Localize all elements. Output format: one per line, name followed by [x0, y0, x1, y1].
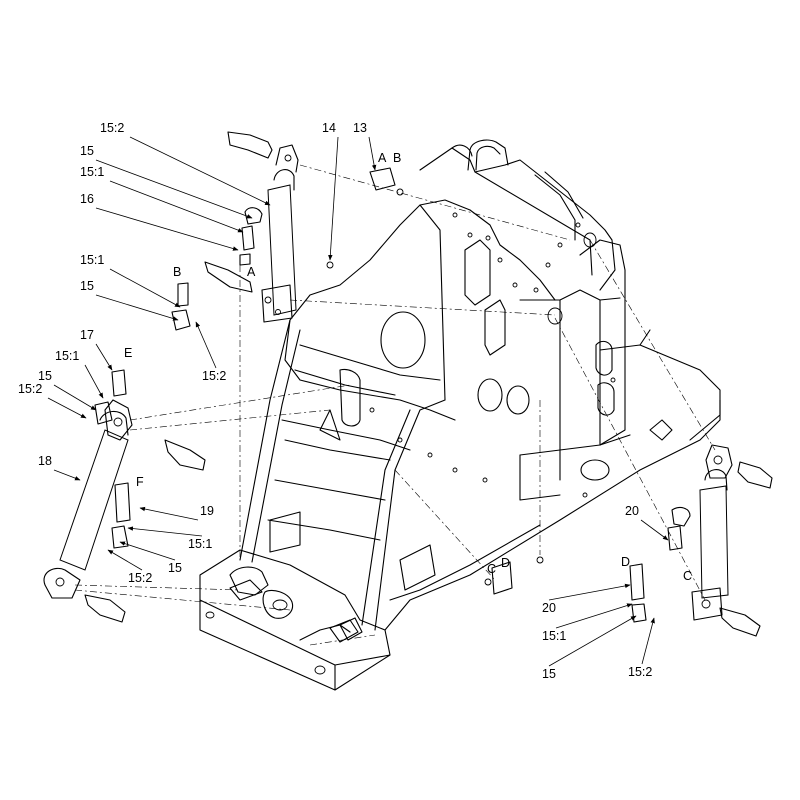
- connection-letter: D: [621, 555, 630, 569]
- callout-labels: 15:21515:11615:1151715:11515:2181915:115…: [18, 121, 652, 681]
- leader-line: [95, 207, 239, 251]
- connection-letter: A: [247, 265, 256, 279]
- callout-label: 15:2: [628, 665, 652, 679]
- leader-line: [129, 136, 271, 206]
- leader-line: [53, 384, 97, 411]
- callout-label: 15:2: [202, 369, 226, 383]
- callout-label: 15: [542, 667, 556, 681]
- leader-lines: [47, 136, 669, 667]
- leader-line: [548, 615, 637, 667]
- callout-label: 15:1: [80, 253, 104, 267]
- callout-label: 15: [38, 369, 52, 383]
- connection-letter: C: [487, 562, 496, 576]
- leader-line: [127, 526, 203, 537]
- connection-letter: D: [501, 556, 510, 570]
- right-cylinder: [629, 444, 773, 637]
- connection-letter: F: [136, 475, 144, 489]
- leader-line: [555, 603, 633, 629]
- callout-label: 16: [80, 192, 94, 206]
- callout-label: 15:1: [80, 165, 104, 179]
- connection-letter: A: [378, 151, 387, 165]
- leader-line: [95, 159, 253, 219]
- small-brackets: [229, 167, 544, 641]
- upper-left-cylinder: [171, 131, 299, 331]
- leader-line: [548, 583, 631, 601]
- leader-line: [47, 397, 87, 419]
- connection-letter: B: [173, 265, 181, 279]
- leader-line: [84, 364, 104, 399]
- callout-label: 15: [80, 144, 94, 158]
- callout-label: 15: [168, 561, 182, 575]
- leader-line: [95, 343, 113, 371]
- leader-line: [53, 469, 81, 481]
- leader-line: [119, 541, 176, 561]
- leader-line: [641, 617, 655, 665]
- callout-label: 20: [542, 601, 556, 615]
- callout-label: 15: [80, 279, 94, 293]
- callout-label: 15:1: [188, 537, 212, 551]
- leader-line: [640, 519, 669, 541]
- callout-label: 15:2: [18, 382, 42, 396]
- connection-letter: B: [393, 151, 401, 165]
- assembly-centerlines: [74, 164, 716, 646]
- callout-label: 19: [200, 504, 214, 518]
- callout-label: 15:1: [55, 349, 79, 363]
- callout-label: 15:1: [542, 629, 566, 643]
- callout-label: 18: [38, 454, 52, 468]
- connection-letter: C: [683, 569, 692, 583]
- callout-label: 15:2: [100, 121, 124, 135]
- callout-label: 13: [353, 121, 367, 135]
- callout-label: 15:2: [128, 571, 152, 585]
- callout-label: 14: [322, 121, 336, 135]
- lower-left-cylinder: [43, 369, 206, 623]
- main-frame: [199, 139, 721, 691]
- callout-label: 17: [80, 328, 94, 342]
- leader-line: [328, 136, 339, 261]
- leader-line: [109, 180, 244, 233]
- leader-line: [195, 321, 217, 369]
- leader-line: [107, 549, 143, 571]
- leader-line: [139, 506, 199, 521]
- callout-label: 20: [625, 504, 639, 518]
- leader-line: [109, 268, 181, 308]
- leader-line: [368, 136, 377, 171]
- connection-letter: E: [124, 346, 132, 360]
- leader-line: [95, 294, 179, 321]
